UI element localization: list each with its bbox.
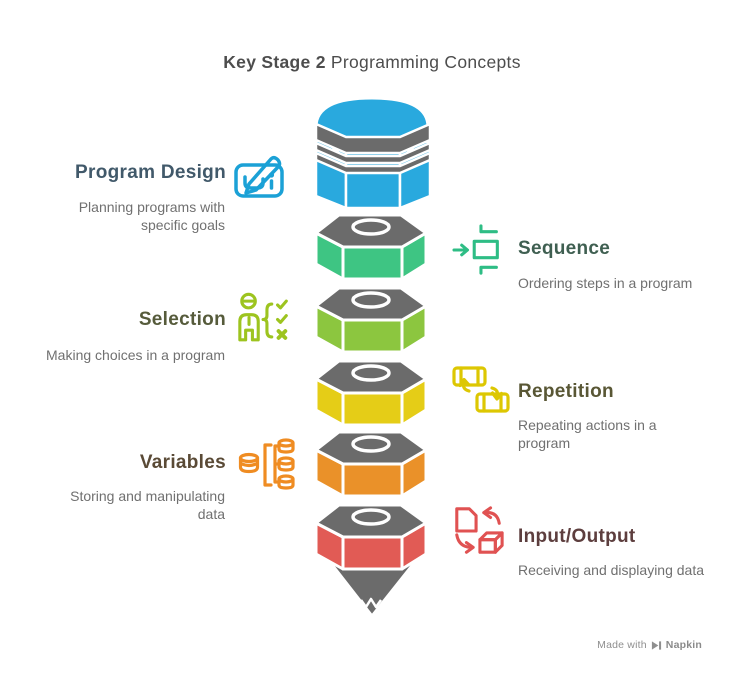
- heading-selection: Selection: [138, 309, 226, 330]
- repetition-icon: [452, 363, 510, 415]
- description-sequence: Ordering steps in a program: [518, 275, 693, 291]
- layer-selection: [314, 286, 428, 354]
- layer-repetition: [314, 359, 428, 427]
- description-repetition: Repeating actions in a program: [518, 417, 657, 451]
- watermark: Made with Napkin: [597, 639, 702, 651]
- heading-program-design: Program Design: [75, 162, 226, 183]
- heading-input-output: Input/Output: [518, 526, 636, 547]
- page-title-rest: Programming Concepts: [330, 52, 521, 72]
- page-title: Key Stage 2 Programming Concepts: [0, 52, 744, 73]
- input-output-icon: [450, 504, 506, 558]
- description-input-output: Receiving and displaying data: [518, 562, 705, 578]
- variables-icon: [238, 434, 296, 496]
- napkin-logo-icon: [651, 640, 662, 651]
- description-program-design: Planning programs with specific goals: [78, 199, 225, 233]
- layer-input-output: [314, 503, 428, 571]
- page-title-bold: Key Stage 2: [223, 52, 326, 72]
- description-selection: Making choices in a program: [46, 347, 225, 363]
- watermark-made-with: Made with: [597, 639, 647, 651]
- watermark-brand: Napkin: [665, 639, 702, 651]
- pen-tablet-icon: [233, 149, 293, 205]
- layer-sequence: [314, 213, 428, 281]
- heading-sequence: Sequence: [518, 238, 611, 259]
- layer-cap: [314, 96, 432, 210]
- selection-icon: [235, 291, 295, 348]
- sequence-icon: [452, 224, 508, 276]
- layer-variables: [314, 430, 428, 498]
- heading-repetition: Repetition: [518, 381, 614, 402]
- description-variables: Storing and manipulating data: [70, 488, 225, 522]
- heading-variables: Variables: [139, 452, 226, 473]
